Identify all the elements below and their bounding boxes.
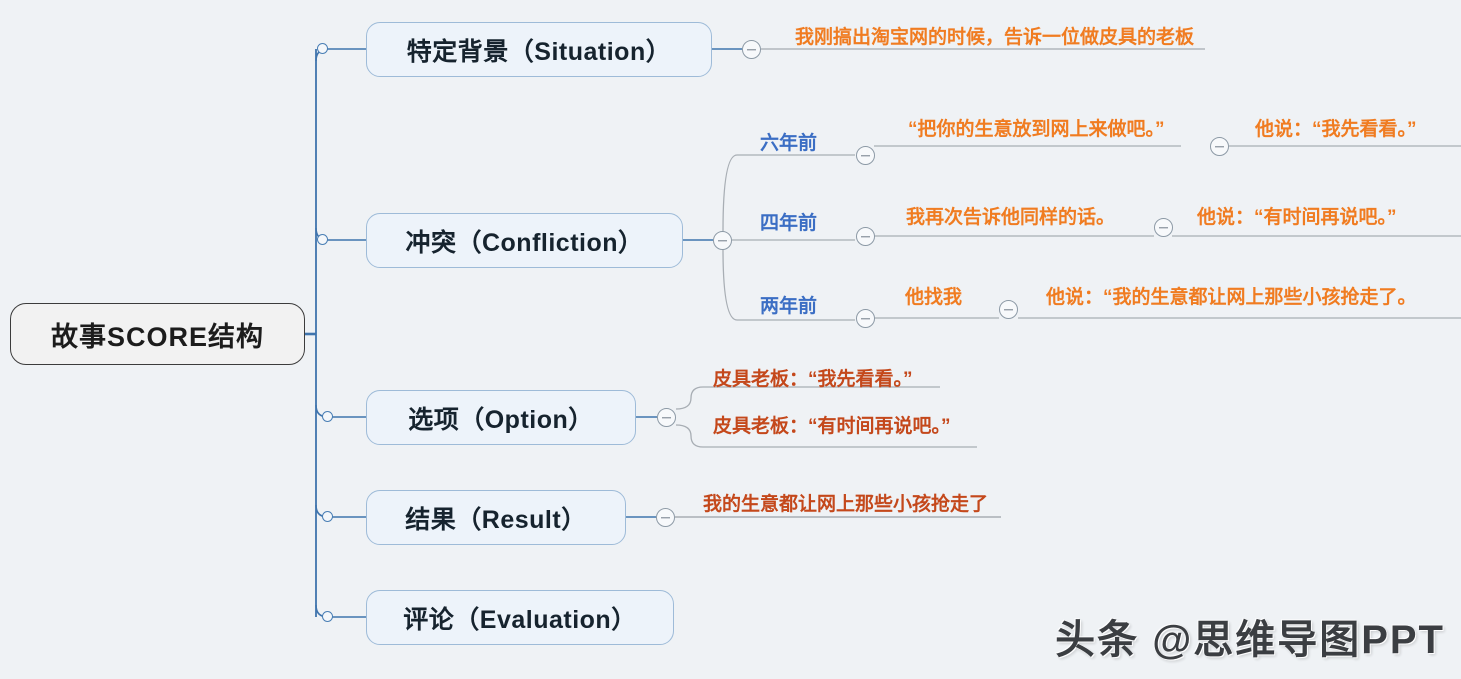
branch-node-result[interactable]: 结果（Result） [366, 490, 626, 545]
leaf-conflict-reply-1[interactable]: 他说：“我先看看。” [1255, 119, 1417, 140]
minus-circle-icon-option[interactable] [657, 408, 676, 427]
branch-label-evaluation: 评论（Evaluation） [403, 605, 637, 634]
minus-circle-icon-situation[interactable] [742, 40, 761, 59]
minus-circle-icon-conflict-row-1[interactable] [856, 146, 875, 165]
minus-circle-icon-conflict-reply-1[interactable] [1210, 137, 1229, 156]
branch-node-situation[interactable]: 特定背景（Situation） [366, 22, 712, 77]
leaf-result-1[interactable]: 我的生意都让网上那些小孩抢走了 [703, 494, 989, 515]
leaf-conflict-statement-3[interactable]: 他找我 [905, 287, 963, 308]
branch-label-confliction: 冲突（Confliction） [405, 228, 644, 257]
branch-junction-dot-evaluation[interactable] [322, 611, 333, 622]
minus-circle-icon-result[interactable] [656, 508, 675, 527]
branch-junction-dot-result[interactable] [322, 511, 333, 522]
watermark: 头条 @思维导图PPT [1055, 618, 1445, 662]
branch-node-evaluation[interactable]: 评论（Evaluation） [366, 590, 674, 645]
minus-circle-icon-conflict-row-3[interactable] [856, 309, 875, 328]
branch-junction-dot-option[interactable] [322, 411, 333, 422]
branch-label-option: 选项（Option） [408, 405, 594, 434]
leaf-option-2[interactable]: 皮具老板：“有时间再说吧。” [713, 416, 951, 437]
branch-node-confliction[interactable]: 冲突（Confliction） [366, 213, 683, 268]
leaf-conflict-time-3[interactable]: 两年前 [760, 296, 818, 317]
branch-label-result: 结果（Result） [405, 505, 587, 534]
leaf-conflict-statement-2[interactable]: 我再次告诉他同样的话。 [906, 207, 1116, 228]
minus-circle-icon-conflict-row-2[interactable] [856, 227, 875, 246]
leaf-conflict-statement-1[interactable]: “把你的生意放到网上来做吧。” [908, 119, 1165, 140]
leaf-conflict-time-2[interactable]: 四年前 [760, 213, 818, 234]
leaf-situation-1[interactable]: 我刚搞出淘宝网的时候，告诉一位做皮具的老板 [795, 27, 1195, 48]
minus-circle-icon-confliction[interactable] [713, 231, 732, 250]
leaf-option-1[interactable]: 皮具老板：“我先看看。” [713, 369, 913, 390]
branch-label-situation: 特定背景（Situation） [406, 37, 672, 66]
leaf-conflict-time-1[interactable]: 六年前 [760, 133, 818, 154]
minus-circle-icon-conflict-reply-3[interactable] [999, 300, 1018, 319]
leaf-conflict-reply-3[interactable]: 他说：“我的生意都让网上那些小孩抢走了。 [1046, 287, 1417, 308]
minus-circle-icon-conflict-reply-2[interactable] [1154, 218, 1173, 237]
branch-node-option[interactable]: 选项（Option） [366, 390, 636, 445]
branch-junction-dot-confliction[interactable] [317, 234, 328, 245]
leaf-conflict-reply-2[interactable]: 他说：“有时间再说吧。” [1197, 207, 1397, 228]
root-node[interactable]: 故事SCORE结构 [10, 303, 305, 365]
branch-junction-dot-situation[interactable] [317, 43, 328, 54]
root-node-label: 故事SCORE结构 [50, 321, 265, 352]
